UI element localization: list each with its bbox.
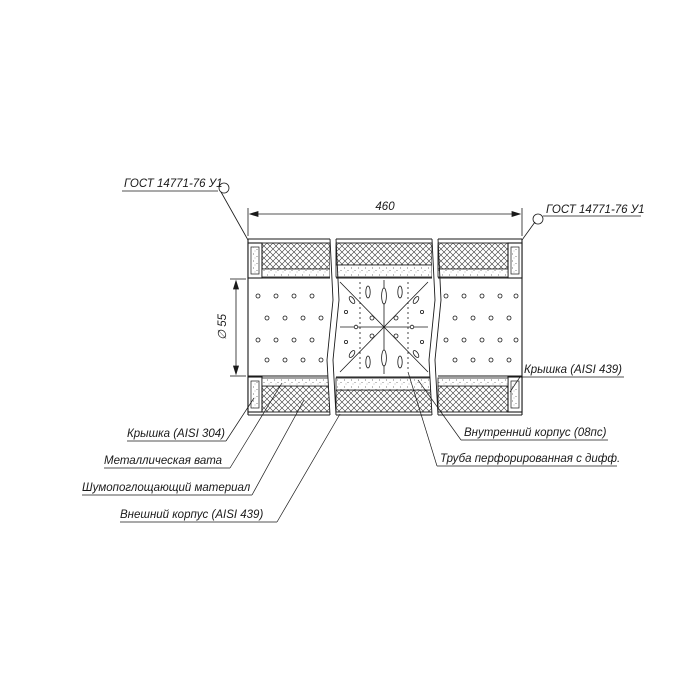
label-cap-right: Крышка (AISI 439): [524, 364, 622, 376]
end-cap-left: [247, 242, 263, 413]
label-absorbing-material: Шумопоглощающий материал: [82, 482, 251, 494]
weld-callout-right: [521, 213, 641, 241]
dimension-length: [247, 208, 523, 236]
callout-lines-left: [82, 382, 341, 523]
perforated-tube-right: [443, 293, 519, 363]
end-cap-right: [507, 242, 523, 413]
absorbing-material: [261, 242, 509, 413]
weld-callout-left: [122, 182, 249, 241]
muffler-body: [247, 236, 523, 418]
weld-label-right: ГОСТ 14771-76 У1: [546, 204, 645, 216]
label-cap-left: Крышка (AISI 304): [127, 428, 225, 440]
metal-wool: [261, 264, 509, 391]
callout-lines-right: [407, 371, 624, 467]
label-outer-body: Внешний корпус (AISI 439): [120, 509, 263, 521]
perforated-tube-left: [255, 293, 324, 363]
dimension-length-value: 460: [375, 201, 395, 213]
label-perforated-tube: Труба перфорированная с дифф.: [440, 453, 620, 465]
label-metal-wool: Металлическая вата: [104, 455, 222, 467]
dimension-diameter: [230, 278, 246, 377]
section-breaks: [326, 236, 442, 418]
dimension-diameter-value: ∅ 55: [217, 313, 229, 340]
weld-label-left: ГОСТ 14771-76 У1: [124, 178, 223, 190]
inner-casing: [248, 277, 522, 378]
diffuser: [339, 280, 429, 374]
label-inner-body: Внутренний корпус (08пс): [464, 427, 607, 439]
